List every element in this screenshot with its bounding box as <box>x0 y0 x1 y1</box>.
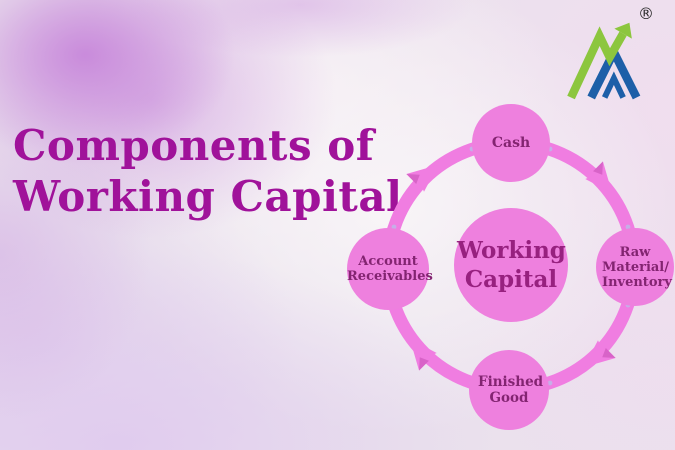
node-cash-label: Cash <box>491 135 531 151</box>
arrow-fold-shade <box>602 348 616 358</box>
green-arrowhead <box>614 22 632 39</box>
node-account-receivables-label: Account Receivables <box>347 254 433 284</box>
node-raw-material-inventory: Raw Material/ Inventory <box>596 228 674 306</box>
node-finished-good-label: Finished Good <box>478 374 544 406</box>
arrow-fold-shade <box>406 174 420 184</box>
blue-chevron-inner-path <box>601 71 626 99</box>
node-account-receivables: Account Receivables <box>347 228 433 310</box>
company-logo: ® <box>566 4 666 104</box>
title-line-2: Working Capital <box>13 172 403 221</box>
growth-arrow-icon <box>567 22 641 100</box>
node-cash: Cash <box>472 104 550 182</box>
arrow-fold-shade <box>419 357 429 371</box>
node-working-capital: Working Capital <box>454 208 568 322</box>
arrow-northwest <box>406 164 439 192</box>
title-line-1: Components of <box>13 121 375 170</box>
node-raw-material-inventory-label: Raw Material/ Inventory <box>602 244 672 290</box>
arrow-southwest <box>409 338 437 371</box>
node-working-capital-label: Working Capital <box>457 237 566 293</box>
node-finished-good: Finished Good <box>469 350 549 430</box>
page-title: Components of Working Capital <box>13 120 403 222</box>
arrow-fold-shade <box>593 161 603 175</box>
registered-trademark-symbol: ® <box>638 4 654 23</box>
arrow-southeast <box>583 340 616 368</box>
green-arrow-shaft-path <box>567 26 627 100</box>
arrow-northeast <box>585 161 613 194</box>
